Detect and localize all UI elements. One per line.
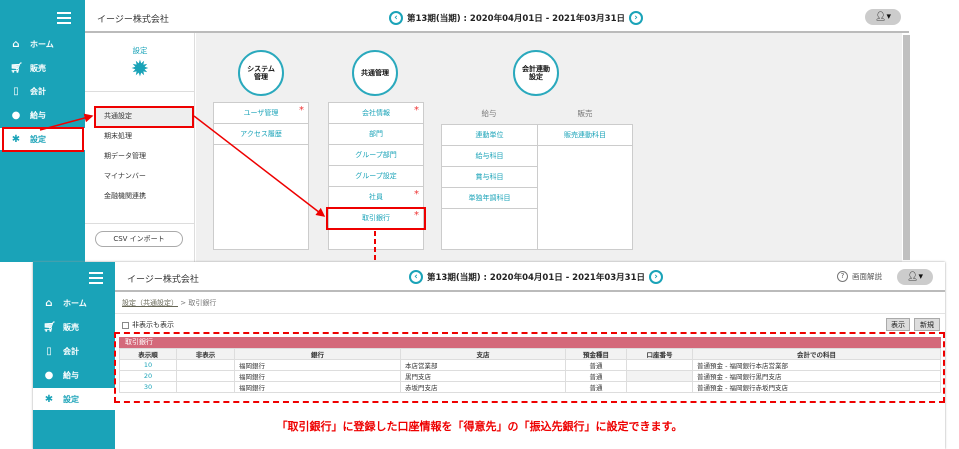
menu-user-management[interactable]: ユーザ管理*	[214, 103, 308, 124]
submenu-year-end[interactable]: 期末処理	[104, 132, 132, 140]
sidebar-item-payroll[interactable]: ●給与	[11, 109, 46, 121]
menu-access-history[interactable]: アクセス履歴	[214, 124, 308, 145]
order-link[interactable]: 30	[119, 381, 177, 393]
calculator-icon: ▯	[13, 85, 19, 97]
highlight-trading-bank	[326, 207, 426, 230]
required-icon: *	[414, 189, 419, 200]
company-name: イージー株式会社	[127, 275, 199, 285]
gear-icon: ✱	[44, 393, 54, 405]
money-bag-icon: ●	[11, 109, 21, 121]
gear-icon: ✹	[130, 57, 150, 82]
breadcrumb-parent-link[interactable]: 設定（共通設定）	[122, 299, 178, 307]
divider	[85, 91, 195, 92]
highlight-dashed-box	[114, 332, 945, 403]
sidebar-item-payroll[interactable]: ●給与	[44, 369, 79, 381]
payroll-link-list: 連動単位 給与科目 賞与科目 単独年調科目	[441, 124, 538, 250]
next-period-button[interactable]: ›	[629, 11, 643, 25]
menu-year-end-adjust-subject[interactable]: 単独年調科目	[442, 188, 537, 209]
prev-period-button[interactable]: ‹	[409, 270, 423, 284]
sidebar-item-accounting[interactable]: ▯会計	[0, 80, 85, 102]
breadcrumb: 設定（共通設定） > 取引銀行	[122, 299, 217, 307]
menu-company-info[interactable]: 会社情報*	[329, 103, 423, 124]
checkbox-icon	[122, 321, 129, 329]
common-admin-list: 会社情報* 部門 グループ部門 グループ設定 社員* 取引銀行*	[328, 102, 424, 250]
payroll-header: 給与	[481, 109, 497, 118]
sidebar-item-home[interactable]: ⌂ホーム	[33, 292, 115, 314]
sales-header: 販売	[577, 109, 593, 118]
gear-icon: ✱	[11, 133, 21, 145]
user-menu-button[interactable]: 👤︎▾	[865, 9, 901, 25]
submenu-mynumber[interactable]: マイナンバー	[104, 172, 146, 180]
sales-link-list: 販売連動科目	[537, 124, 633, 250]
money-bag-icon: ●	[44, 369, 54, 381]
menu-hamburger-icon[interactable]	[89, 272, 103, 287]
divider	[85, 223, 195, 224]
next-period-button[interactable]: ›	[649, 270, 663, 284]
help-icon: ?	[837, 271, 848, 282]
menu-link-unit[interactable]: 連動単位	[442, 125, 537, 146]
table-title: 取引銀行	[119, 337, 941, 348]
period-selector: ‹ 第13期(当期) : 2020年04月01日 - 2021年03月31日 ›	[405, 270, 667, 284]
highlight-settings	[2, 127, 84, 152]
show-hidden-checkbox[interactable]: 非表示も表示	[122, 320, 174, 330]
required-icon: *	[414, 105, 419, 116]
display-button[interactable]: 表示	[886, 318, 910, 331]
top-sidebar: ⌂ホーム 🛒︎販売 ▯会計 ●給与 ✱設定	[0, 0, 85, 262]
bottom-header: イージー株式会社 ‹ 第13期(当期) : 2020年04月01日 - 2021…	[115, 262, 945, 292]
company-name: イージー株式会社	[97, 15, 169, 25]
cart-icon: 🛒︎	[10, 62, 23, 74]
scrollbar[interactable]	[903, 35, 910, 260]
user-icon: 👤︎▾	[907, 272, 923, 282]
sidebar-item-sales[interactable]: 🛒︎販売	[43, 321, 79, 333]
home-icon: ⌂	[12, 38, 20, 50]
accounting-link-category: 会計連動設定	[513, 50, 559, 96]
required-icon: *	[299, 105, 304, 116]
sidebar-item-settings[interactable]: ✱設定	[0, 128, 85, 150]
bank-table: 表示順 非表示 銀行 支店 預金種目 口座番号 会計での科目 10 福岡銀行 本…	[119, 348, 941, 393]
settings-panel: 設定 ✹ CSV インポート	[85, 33, 195, 262]
submenu-financial-link[interactable]: 金融機関連携	[104, 192, 146, 200]
menu-group-settings[interactable]: グループ設定	[329, 166, 423, 187]
new-button[interactable]: 新規	[914, 318, 940, 331]
user-menu-button[interactable]: 👤︎▾	[897, 269, 933, 285]
caption: 「取引銀行」に登録した口座情報を「得意先」の「振込先銀行」に設定できます。	[276, 420, 683, 433]
menu-group-department[interactable]: グループ部門	[329, 145, 423, 166]
submenu-period-data[interactable]: 期データ管理	[104, 152, 146, 160]
top-header: イージー株式会社 ‹ 第13期(当期) : 2020年04月01日 - 2021…	[85, 0, 909, 33]
menu-salary-subject[interactable]: 給与科目	[442, 146, 537, 167]
menu-bonus-subject[interactable]: 賞与科目	[442, 167, 537, 188]
system-admin-list: ユーザ管理* アクセス履歴	[213, 102, 309, 250]
submenu-common-settings[interactable]: 共通設定	[96, 106, 192, 126]
menu-sales-link-subject[interactable]: 販売連動科目	[538, 125, 632, 146]
period-selector: ‹ 第13期(当期) : 2020年04月01日 - 2021年03月31日 ›	[385, 11, 647, 25]
help-link[interactable]: ? 画面解説	[837, 271, 882, 282]
column-header[interactable]: 口座番号	[626, 348, 693, 360]
settings-panel-title: 設定	[132, 46, 148, 55]
highlight-common-settings	[94, 106, 194, 128]
system-admin-category: システム管理	[238, 50, 284, 96]
home-icon: ⌂	[45, 297, 53, 309]
breadcrumb-current: 取引銀行	[188, 299, 217, 307]
csv-import-button[interactable]: CSV インポート	[95, 231, 183, 247]
common-admin-category: 共通管理	[352, 50, 398, 96]
sidebar-item-sales[interactable]: 🛒︎販売	[10, 62, 46, 74]
bottom-sidebar: ⌂ホーム 🛒︎販売 ▯会計 ●給与 ✱設定	[33, 262, 115, 449]
divider	[115, 313, 945, 314]
sidebar-item-settings[interactable]: ✱設定	[33, 388, 115, 410]
sidebar-item-accounting[interactable]: ▯会計	[33, 340, 115, 362]
table-row[interactable]: 30 福岡銀行 赤坂門支店 普通 普通預金 - 福岡銀行赤坂門支店	[119, 381, 941, 393]
required-icon: *	[414, 210, 419, 221]
menu-department[interactable]: 部門	[329, 124, 423, 145]
prev-period-button[interactable]: ‹	[389, 11, 403, 25]
sidebar-item-home[interactable]: ⌂ホーム	[0, 33, 85, 55]
column-header[interactable]: 表示順	[119, 348, 177, 360]
cart-icon: 🛒︎	[43, 321, 56, 333]
menu-hamburger-icon[interactable]	[57, 12, 71, 27]
calculator-icon: ▯	[46, 345, 52, 357]
bank-table-panel: 取引銀行 表示順 非表示 銀行 支店 預金種目 口座番号 会計での科目 10 福…	[119, 337, 941, 393]
table-row[interactable]: 10 福岡銀行 本店営業部 普通 普通預金 - 福岡銀行本店営業部	[119, 359, 941, 371]
user-icon: 👤︎▾	[875, 12, 891, 22]
